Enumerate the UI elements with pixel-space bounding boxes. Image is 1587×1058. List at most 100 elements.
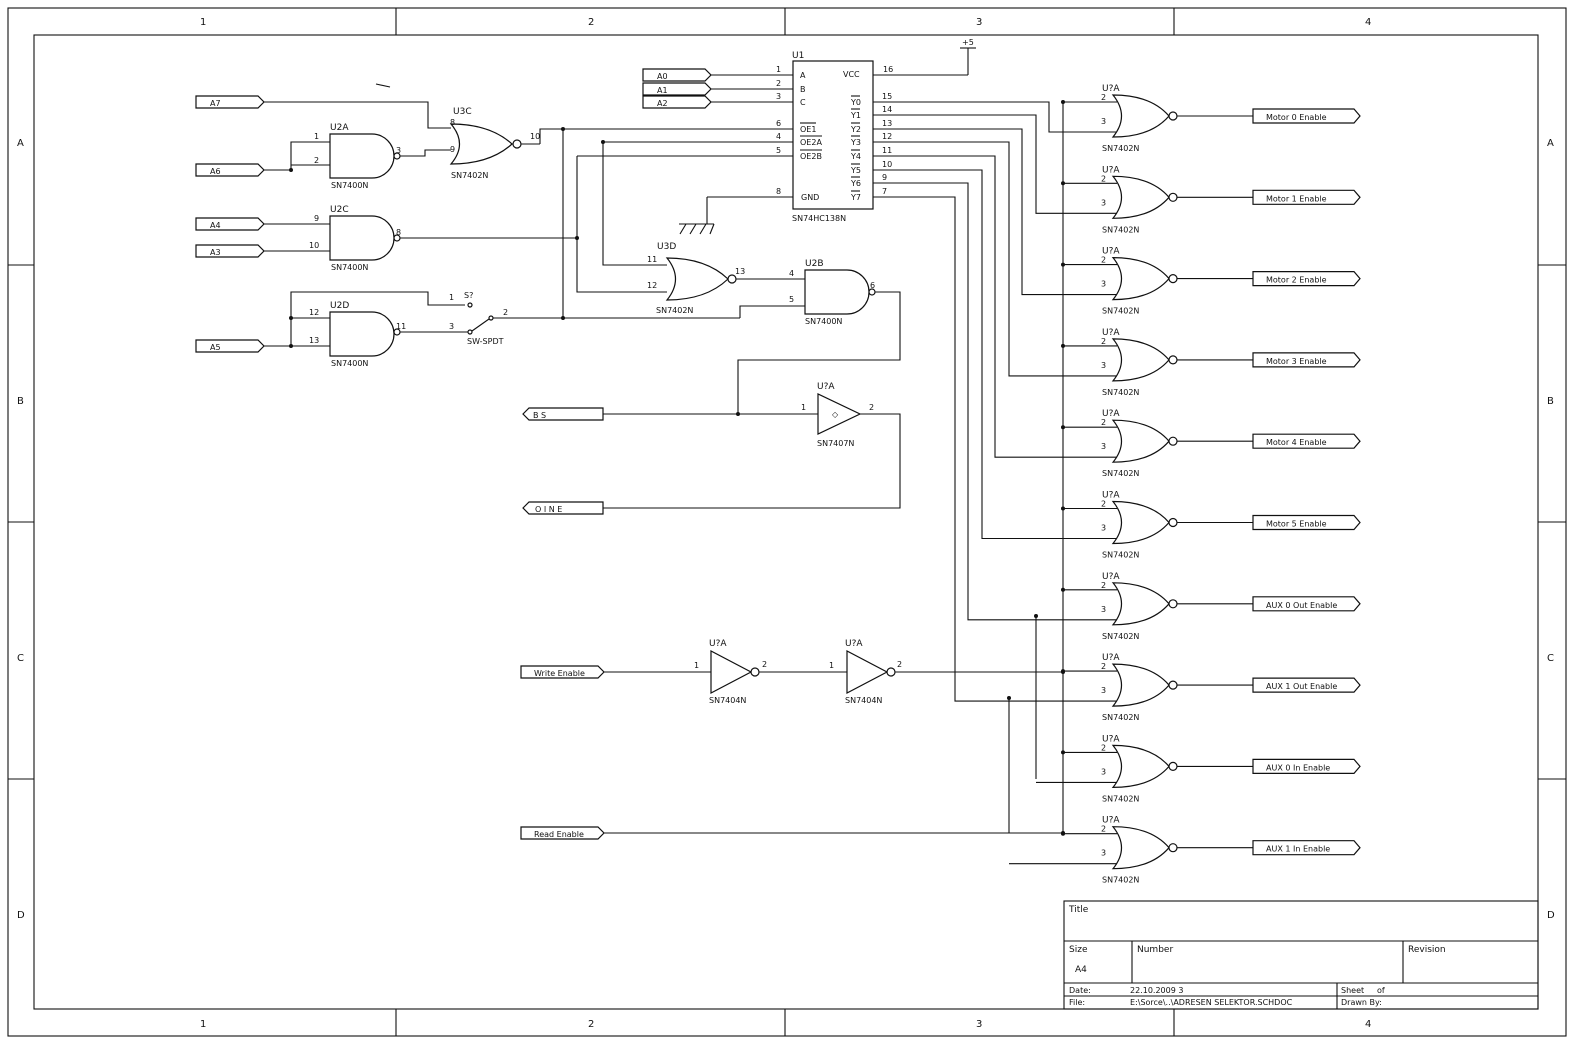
- pin-number: 10: [309, 241, 319, 250]
- u3c-ref: U3C: [453, 107, 472, 117]
- pin-number: 3: [776, 92, 781, 101]
- nor-bubble: [1168, 843, 1178, 853]
- port-a1: [642, 82, 712, 96]
- address-logic: A7 A6 U2A SN7400N 1 2 3 U3C SN7402N 8 9 …: [195, 83, 1063, 840]
- u2a-ref: U2A: [330, 123, 349, 133]
- port-write-enable-label: Write Enable: [534, 669, 585, 678]
- pin-number: 3: [1101, 605, 1106, 614]
- pin-number: 13: [309, 336, 319, 345]
- nor-gate: [1111, 419, 1170, 463]
- pin-number: 2: [1101, 93, 1106, 102]
- u2a-part: SN7400N: [331, 181, 368, 190]
- nor-ref: U?A: [1102, 816, 1120, 826]
- pin-number: 13: [882, 119, 892, 128]
- pin-number: 10: [882, 160, 892, 169]
- output-port: [1252, 108, 1361, 124]
- nor-bubble: [1168, 761, 1178, 772]
- output-port-label: Motor 0 Enable: [1266, 113, 1327, 122]
- pin-number: 2: [1101, 418, 1106, 427]
- output-port: [1252, 352, 1361, 368]
- nand-u2b: [804, 269, 870, 315]
- pin-name: GND: [801, 193, 819, 202]
- drawn-by-label: Drawn By:: [1341, 998, 1382, 1007]
- pin-name: Y7: [850, 193, 861, 202]
- inverter-2-ref: U?A: [845, 639, 863, 649]
- output-port-label: AUX 1 In Enable: [1266, 845, 1330, 854]
- pin-name: OE1: [800, 125, 816, 134]
- port-a4: [195, 217, 265, 231]
- output-port-label: Motor 4 Enable: [1266, 438, 1327, 447]
- nor-part: SN7402N: [1102, 144, 1139, 153]
- nor-ref: U?A: [1102, 165, 1120, 175]
- u2b-part: SN7400N: [805, 317, 842, 326]
- pin-number: 6: [776, 119, 781, 128]
- pin-number: 15: [882, 92, 892, 101]
- nor-bubble: [1168, 599, 1178, 609]
- switch-ref: S?: [464, 291, 473, 300]
- nor-ref: U?A: [1102, 491, 1120, 501]
- sheet-label: Sheet: [1341, 986, 1364, 995]
- date-value: 22.10.2009 3: [1130, 986, 1183, 995]
- pin-number: 12: [882, 132, 892, 141]
- pin-number: 3: [1101, 686, 1106, 695]
- pin-number: 1: [829, 661, 834, 670]
- nor-gate: [1111, 500, 1170, 545]
- pin-name: A: [800, 71, 806, 80]
- pin-number: 2: [503, 308, 508, 317]
- nor-bubble: [1168, 274, 1178, 284]
- pin-number: 12: [647, 281, 657, 290]
- output-port-label: Motor 2 Enable: [1266, 276, 1327, 285]
- nor-bubble: [1168, 355, 1178, 365]
- port-read-enable-label: Read Enable: [534, 830, 584, 839]
- pin-number: 1: [694, 661, 699, 670]
- title-block: Title Size A4 Number Revision Date: 22.1…: [1063, 900, 1539, 1010]
- port-a3-label: A3: [210, 248, 221, 257]
- row-label-right: D: [1547, 910, 1555, 921]
- port-bs-label: B S: [533, 411, 546, 420]
- output-port: [1252, 840, 1361, 856]
- port-a5: [195, 339, 265, 353]
- pin-number: 1: [449, 293, 454, 302]
- nor-ref: U?A: [1102, 653, 1120, 663]
- u2c-part: SN7400N: [331, 263, 368, 272]
- pin-number: 4: [776, 132, 781, 141]
- row-label-right: C: [1547, 653, 1554, 664]
- switch-part: SW-SPDT: [467, 337, 504, 346]
- pin-name: OE2A: [800, 138, 822, 147]
- pin-name: Y0: [850, 98, 861, 107]
- pin-name: OE2B: [800, 152, 822, 161]
- vcc-pin-name: VCC: [843, 70, 860, 79]
- nand-u2a: [329, 133, 395, 179]
- row-label-left: A: [17, 138, 24, 149]
- output-port-label: AUX 1 Out Enable: [1266, 682, 1337, 691]
- buffer-glyph: ◇: [832, 410, 839, 419]
- port-a1-label: A1: [657, 86, 668, 95]
- size-value: A4: [1075, 965, 1087, 975]
- pin-number: 8: [776, 187, 781, 196]
- nor-part: SN7402N: [1102, 794, 1139, 803]
- vcc-pin-number: 16: [883, 65, 893, 74]
- row-label-left: B: [17, 396, 24, 407]
- nor-bubble: [1168, 192, 1178, 202]
- u3d-part: SN7402N: [656, 306, 693, 315]
- pin-name: Y2: [850, 125, 861, 134]
- pin-number: 2: [897, 660, 902, 669]
- port-a3: [195, 244, 265, 258]
- pin-number: 2: [1101, 662, 1106, 671]
- date-label: Date:: [1069, 986, 1091, 995]
- pin-number: 3: [449, 322, 454, 331]
- output-port-label: Motor 3 Enable: [1266, 357, 1327, 366]
- pin-number: 3: [1101, 442, 1106, 451]
- row-label-left: C: [17, 653, 24, 664]
- pin-number: 4: [789, 269, 794, 278]
- pin-number: 3: [1101, 849, 1106, 858]
- sheet-frame: 1 2 3 4 1 2 3 4 A B C D A B C D: [7, 7, 1567, 1037]
- pin-number: 2: [314, 156, 319, 165]
- decoder-u1: U1 SN74HC138N VCC 16 +5 1A2B3C6OE14OE2A5…: [679, 38, 976, 235]
- column-label-top: 2: [588, 17, 594, 28]
- nor-bubble: [1168, 517, 1178, 528]
- port-a4-label: A4: [210, 221, 221, 230]
- nand-u2c: [329, 215, 395, 261]
- pin-name: C: [800, 98, 806, 107]
- pin-number: 3: [396, 146, 401, 155]
